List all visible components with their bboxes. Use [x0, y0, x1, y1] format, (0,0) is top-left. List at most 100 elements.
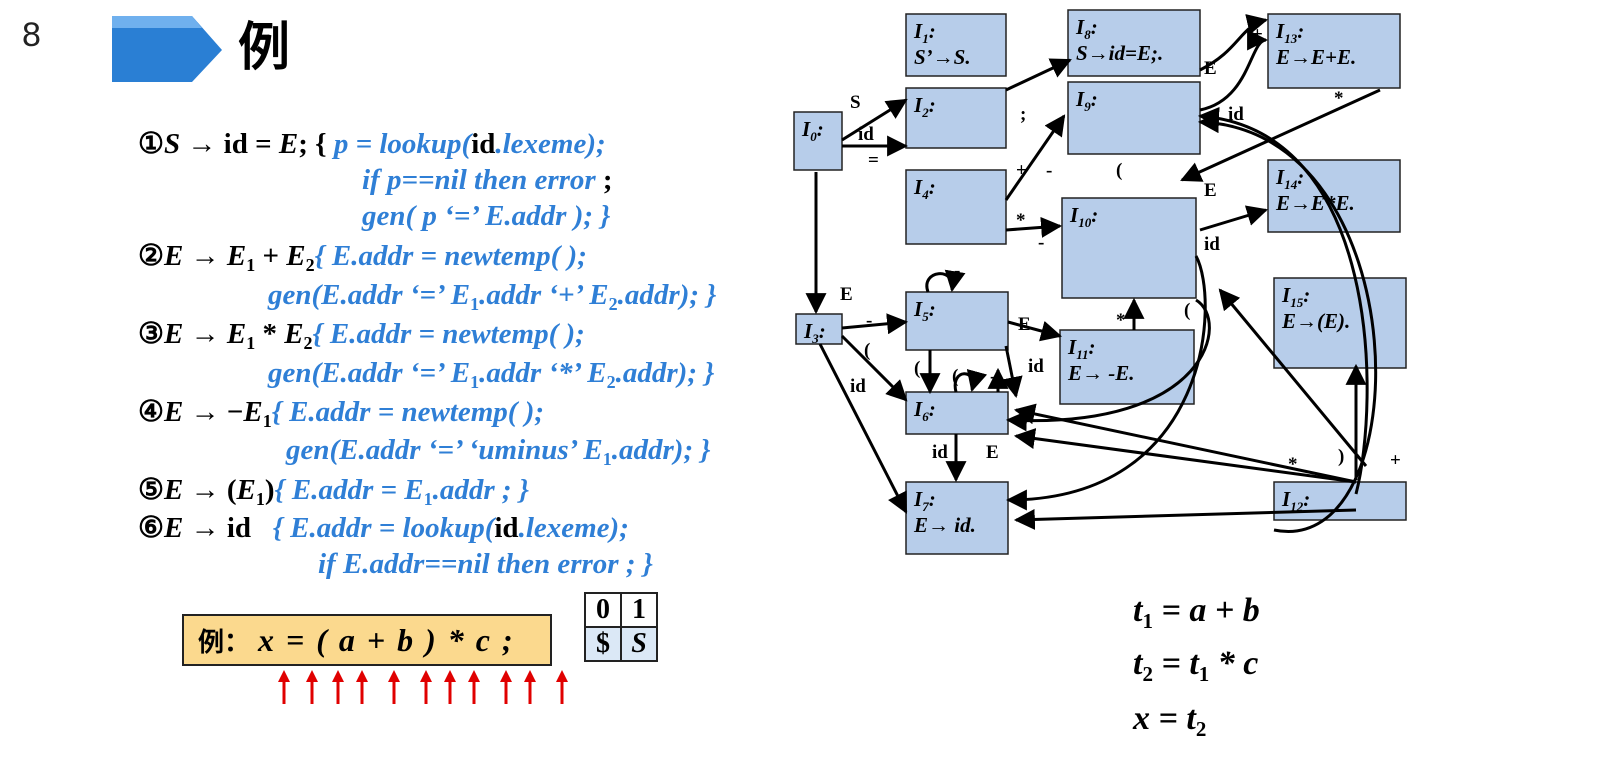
state-i3: I3: — [795, 313, 843, 346]
rule-3-line-2: gen(E.addr ‘=’ E1.addr ‘*’ E2.addr); } — [268, 357, 715, 392]
transition-arrow — [1218, 288, 1368, 467]
state-i2: I2: — [905, 87, 1007, 149]
edge-label: E — [1204, 180, 1217, 201]
transition-arrow — [1005, 58, 1072, 92]
state-i6: I6: — [905, 391, 1009, 435]
rule-number: ③ — [138, 318, 164, 350]
edge-label: - — [1038, 232, 1044, 253]
edge-label: ( — [952, 366, 958, 387]
edge-label: ( — [1116, 160, 1122, 181]
edge-label: E — [1018, 314, 1031, 335]
rule-number: ⑤ — [138, 474, 164, 506]
edge-label: - — [990, 366, 996, 387]
rule-4: ④E → −E1{ E.addr = newtemp( ); — [138, 396, 545, 431]
transition-arrow — [1004, 114, 1066, 201]
state-i9: I9: — [1067, 81, 1201, 155]
stack-cell: S — [620, 626, 658, 662]
state-item: E→ -E. — [1067, 361, 1135, 385]
transition-arrow — [1197, 107, 1369, 495]
edge-label: E — [986, 442, 999, 463]
rule-2: ②E → E1 + E2{ E.addr = newtemp( ); — [138, 240, 587, 275]
state-i13: I13:E→E+E. — [1267, 13, 1401, 89]
stack-cell: 1 — [620, 592, 658, 628]
transition-arrow — [841, 313, 909, 335]
stack-cell: $ — [584, 626, 622, 662]
slide-number: 8 — [22, 16, 41, 54]
transition-arrow — [1199, 29, 1269, 112]
state-item: S’→S. — [914, 45, 971, 69]
state-label: I7: — [913, 487, 936, 514]
stack-cell: 0 — [584, 592, 622, 628]
edge-label: id — [850, 376, 866, 397]
edge-label: ( — [1184, 300, 1190, 321]
state-i10: I10: — [1061, 197, 1197, 299]
page-title: 例 — [238, 18, 291, 78]
transition-arrow — [840, 334, 908, 402]
edge-label: id — [858, 124, 874, 145]
input-pointer-arrow — [356, 670, 368, 704]
rule-number: ① — [138, 128, 164, 160]
transition-arrow — [1199, 205, 1269, 232]
edge-label: + — [1390, 450, 1401, 471]
state-label: I9: — [1075, 87, 1098, 114]
input-pointer-arrow — [278, 670, 290, 704]
transition-arrow — [841, 98, 908, 142]
transition-arrow — [1197, 112, 1378, 533]
state-label: I6: — [913, 397, 936, 424]
state-i1: I1:S’→S. — [905, 13, 1007, 77]
transition-arrow — [818, 343, 908, 514]
input-pointer-arrow — [306, 670, 318, 704]
example-input-box: 例： x = ( a + b ) * c ; — [182, 614, 552, 666]
state-i0: I0: — [793, 111, 843, 171]
state-i14: I14:E→E*E. — [1267, 159, 1401, 233]
rule-1: ①S → id = E; { p = lookup(id.lexeme); — [138, 128, 606, 160]
state-label: I11: — [1067, 335, 1095, 362]
edge-label: + — [1252, 24, 1263, 45]
state-i4: I4: — [905, 169, 1007, 245]
input-pointer-arrow — [524, 670, 536, 704]
rule-number: ② — [138, 240, 164, 272]
state-label: I0: — [801, 117, 824, 144]
transition-arrow — [953, 369, 988, 393]
edge-label: * — [1016, 210, 1026, 231]
edge-label: ; — [1020, 104, 1026, 125]
state-label: I2: — [913, 93, 936, 120]
edge-label: S — [850, 92, 861, 113]
input-pointer-arrow — [420, 670, 432, 704]
state-item: S→id=E;. — [1076, 41, 1163, 65]
state-label: I5: — [913, 297, 936, 324]
edge-label: * — [1288, 454, 1298, 475]
state-label: I3: — [803, 319, 826, 346]
state-i11: I11:E→ -E. — [1059, 329, 1195, 405]
edge-label: ) — [1338, 446, 1344, 467]
edge-label: + — [1016, 160, 1027, 181]
input-pointer-arrow — [468, 670, 480, 704]
example-label: 例： — [198, 628, 251, 658]
state-item: E→E*E. — [1275, 191, 1355, 215]
state-label: I1: — [913, 19, 936, 46]
edge-label: - — [954, 260, 960, 281]
rule-6-line-2: if E.addr==nil then error ; } — [318, 548, 653, 580]
edge-label: ( — [864, 340, 870, 361]
stack-symbols-row: $ S — [584, 626, 658, 662]
state-i7: I7:E→ id. — [905, 481, 1009, 555]
stack-states-row: 0 1 — [584, 592, 658, 628]
rule-2-line-2: gen(E.addr ‘=’ E1.addr ‘+’ E2.addr); } — [268, 279, 717, 314]
edge-label: * — [1116, 310, 1126, 331]
state-i8: I8:S→id=E;. — [1067, 9, 1201, 77]
transition-arrow — [1199, 14, 1269, 72]
rule-3: ③E → E1 * E2{ E.addr = newtemp( ); — [138, 318, 585, 353]
example-expression: x = ( a + b ) * c ; — [258, 622, 515, 658]
transition-arrow — [1007, 320, 1063, 342]
edge-label: ( — [914, 358, 920, 379]
transition-arrow — [1005, 216, 1063, 238]
rule-1-line-2: if p==nil then error ; — [362, 164, 613, 196]
edge-label: E — [1204, 58, 1217, 79]
state-label: I8: — [1075, 15, 1098, 42]
rule-number: ④ — [138, 396, 164, 428]
result-line-2: t2 = t1 * c — [1133, 645, 1259, 686]
rule-number: ⑥ — [138, 512, 164, 544]
result-line-1: t1 = a + b — [1133, 592, 1260, 633]
state-label: I4: — [913, 175, 936, 202]
state-item: E→E+E. — [1275, 45, 1356, 69]
